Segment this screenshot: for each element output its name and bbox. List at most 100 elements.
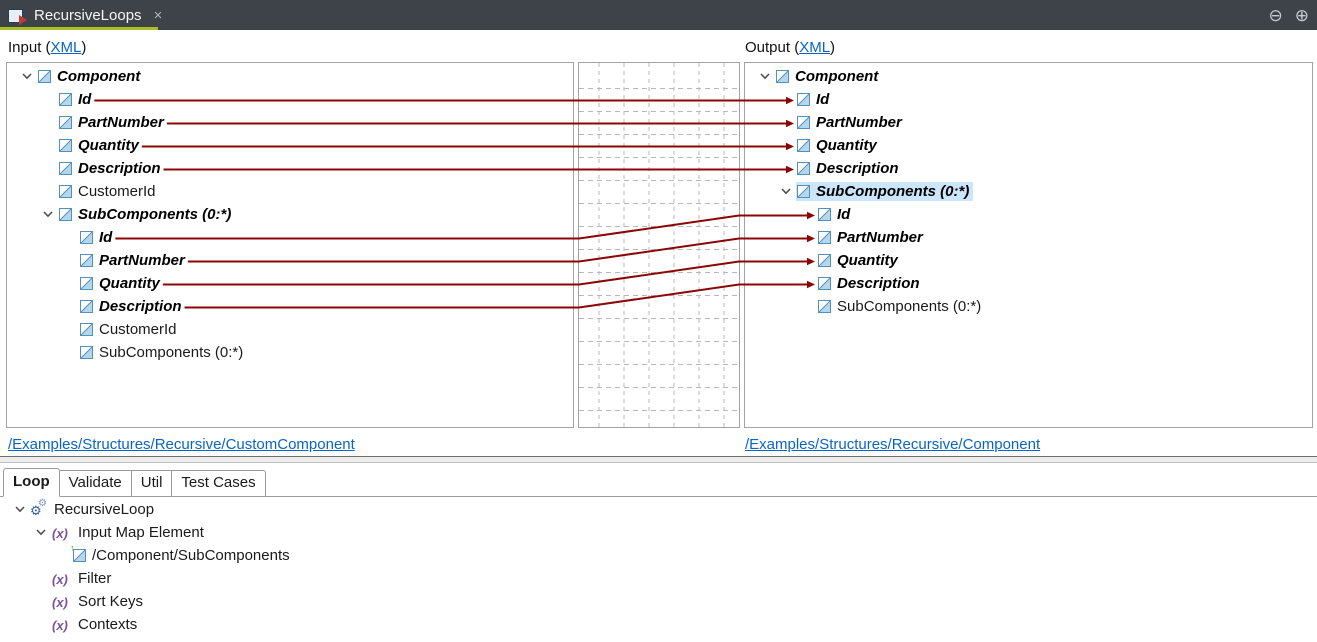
document-tab-title: RecursiveLoops bbox=[34, 6, 142, 24]
chevron-down-icon[interactable] bbox=[754, 73, 775, 80]
node: Description bbox=[796, 159, 903, 178]
output-tree-row[interactable]: Id bbox=[745, 203, 1312, 226]
input-tree-row[interactable]: SubComponents (0:*) bbox=[7, 203, 573, 226]
node: Id bbox=[817, 205, 854, 224]
output-tree-row[interactable]: PartNumber bbox=[745, 226, 1312, 249]
fx-icon: (x) bbox=[52, 526, 68, 541]
tab-loop[interactable]: Loop bbox=[3, 468, 60, 497]
node: Id bbox=[79, 228, 116, 247]
input-tree-row[interactable]: Quantity bbox=[7, 272, 573, 295]
input-tree-row[interactable]: Id bbox=[7, 88, 573, 111]
tab-test-cases[interactable]: Test Cases bbox=[172, 470, 266, 496]
titlebar: RecursiveLoops × ⊖ ⊕ bbox=[0, 0, 1317, 30]
input-tree-row[interactable]: Description bbox=[7, 295, 573, 318]
output-tree-row[interactable]: Component bbox=[745, 65, 1312, 88]
element-icon bbox=[59, 185, 72, 198]
element-icon bbox=[818, 277, 831, 290]
element-icon bbox=[59, 116, 72, 129]
input-tree-row[interactable]: PartNumber bbox=[7, 249, 573, 272]
node-label: CustomerId bbox=[78, 183, 156, 200]
element-input-icon: ↑ bbox=[70, 543, 86, 562]
element-icon bbox=[80, 346, 93, 359]
node: Quantity bbox=[58, 136, 143, 155]
element-icon bbox=[797, 185, 810, 198]
node-label: Id bbox=[78, 91, 92, 108]
input-tree-row[interactable]: Quantity bbox=[7, 134, 573, 157]
zoom-out-icon[interactable]: ⊖ bbox=[1268, 5, 1283, 25]
loop-tree-row[interactable]: (x)Filter bbox=[0, 567, 700, 590]
loop-tree-row[interactable]: ↑/Component/SubComponents bbox=[0, 543, 700, 567]
input-tree-row[interactable]: Description bbox=[7, 157, 573, 180]
fx-icon: (x) bbox=[52, 595, 68, 610]
node: ⚙⚙RecursiveLoop bbox=[30, 498, 158, 519]
chevron-down-icon[interactable] bbox=[775, 188, 796, 195]
node-label: Component bbox=[795, 68, 879, 85]
node: Description bbox=[817, 274, 924, 293]
output-tree-row[interactable]: Id bbox=[745, 88, 1312, 111]
node-label: SubComponents (0:*) bbox=[78, 206, 232, 223]
node-label: Description bbox=[837, 275, 920, 292]
output-xml-link[interactable]: XML bbox=[799, 39, 831, 56]
input-tree-row[interactable]: Id bbox=[7, 226, 573, 249]
output-tree-row[interactable]: Quantity bbox=[745, 134, 1312, 157]
node: ↑/Component/SubComponents bbox=[70, 543, 294, 565]
output-tree-row[interactable]: Description bbox=[745, 272, 1312, 295]
output-schema-path-link[interactable]: /Examples/Structures/Recursive/Component bbox=[745, 436, 1041, 453]
node: (x) Input Map Element bbox=[51, 523, 208, 542]
chevron-down-icon[interactable] bbox=[37, 211, 58, 218]
node: (x)Sort Keys bbox=[51, 592, 147, 611]
output-tree-row[interactable]: SubComponents (0:*) bbox=[745, 295, 1312, 318]
chevron-down-icon[interactable] bbox=[9, 506, 30, 513]
node-label: PartNumber bbox=[816, 114, 902, 131]
node-label: SubComponents (0:*) bbox=[816, 183, 970, 200]
element-icon bbox=[59, 139, 72, 152]
loop-tree-row[interactable]: (x)Contexts bbox=[0, 613, 700, 636]
loop-tree-row[interactable]: (x) Input Map Element bbox=[0, 521, 700, 544]
node: Description bbox=[79, 297, 186, 316]
input-tree-row[interactable]: SubComponents (0:*) bbox=[7, 341, 573, 364]
output-tree-row[interactable]: SubComponents (0:*) bbox=[745, 180, 1312, 203]
selected-node: SubComponents (0:*) bbox=[796, 182, 974, 201]
mapping-grid-panel bbox=[578, 62, 740, 428]
tab-util[interactable]: Util bbox=[131, 470, 173, 496]
document-tab[interactable]: RecursiveLoops × bbox=[0, 0, 162, 30]
horizontal-splitter[interactable] bbox=[0, 456, 1317, 463]
element-icon bbox=[818, 208, 831, 221]
input-tree-row[interactable]: CustomerId bbox=[7, 318, 573, 341]
node: SubComponents (0:*) bbox=[79, 343, 247, 362]
element-icon bbox=[80, 231, 93, 244]
output-tree-row[interactable]: Quantity bbox=[745, 249, 1312, 272]
tab-validate[interactable]: Validate bbox=[59, 470, 132, 496]
element-icon bbox=[59, 208, 72, 221]
node-label: Quantity bbox=[99, 275, 160, 292]
loop-tree-row[interactable]: (x)Sort Keys bbox=[0, 590, 700, 613]
node-label: Id bbox=[816, 91, 830, 108]
element-icon bbox=[38, 70, 51, 83]
element-icon bbox=[59, 93, 72, 106]
input-schema-path-link[interactable]: /Examples/Structures/Recursive/CustomCom… bbox=[8, 436, 355, 453]
input-tree-row[interactable]: CustomerId bbox=[7, 180, 573, 203]
output-tree-row[interactable]: PartNumber bbox=[745, 111, 1312, 134]
close-icon[interactable]: × bbox=[153, 6, 163, 24]
node-label: SubComponents (0:*) bbox=[99, 344, 244, 361]
input-tree-row[interactable]: Component bbox=[7, 65, 573, 88]
node: PartNumber bbox=[817, 228, 927, 247]
element-icon bbox=[797, 93, 810, 106]
node-label: CustomerId bbox=[99, 321, 177, 338]
node-label: Description bbox=[78, 160, 161, 177]
loop-tree-row[interactable]: ⚙⚙RecursiveLoop bbox=[0, 498, 700, 521]
node-label: Quantity bbox=[837, 252, 898, 269]
chevron-down-icon[interactable] bbox=[16, 73, 37, 80]
input-xml-link[interactable]: XML bbox=[50, 39, 82, 56]
node-label: Input Map Element bbox=[78, 524, 204, 541]
output-tree-row[interactable]: Description bbox=[745, 157, 1312, 180]
bottom-tab-bar: Loop Validate Util Test Cases bbox=[0, 468, 1317, 497]
zoom-in-icon[interactable]: ⊕ bbox=[1294, 5, 1309, 25]
input-tree-row[interactable]: PartNumber bbox=[7, 111, 573, 134]
node: PartNumber bbox=[58, 113, 168, 132]
chevron-down-icon[interactable] bbox=[30, 529, 51, 536]
active-tab-underline bbox=[0, 27, 158, 30]
